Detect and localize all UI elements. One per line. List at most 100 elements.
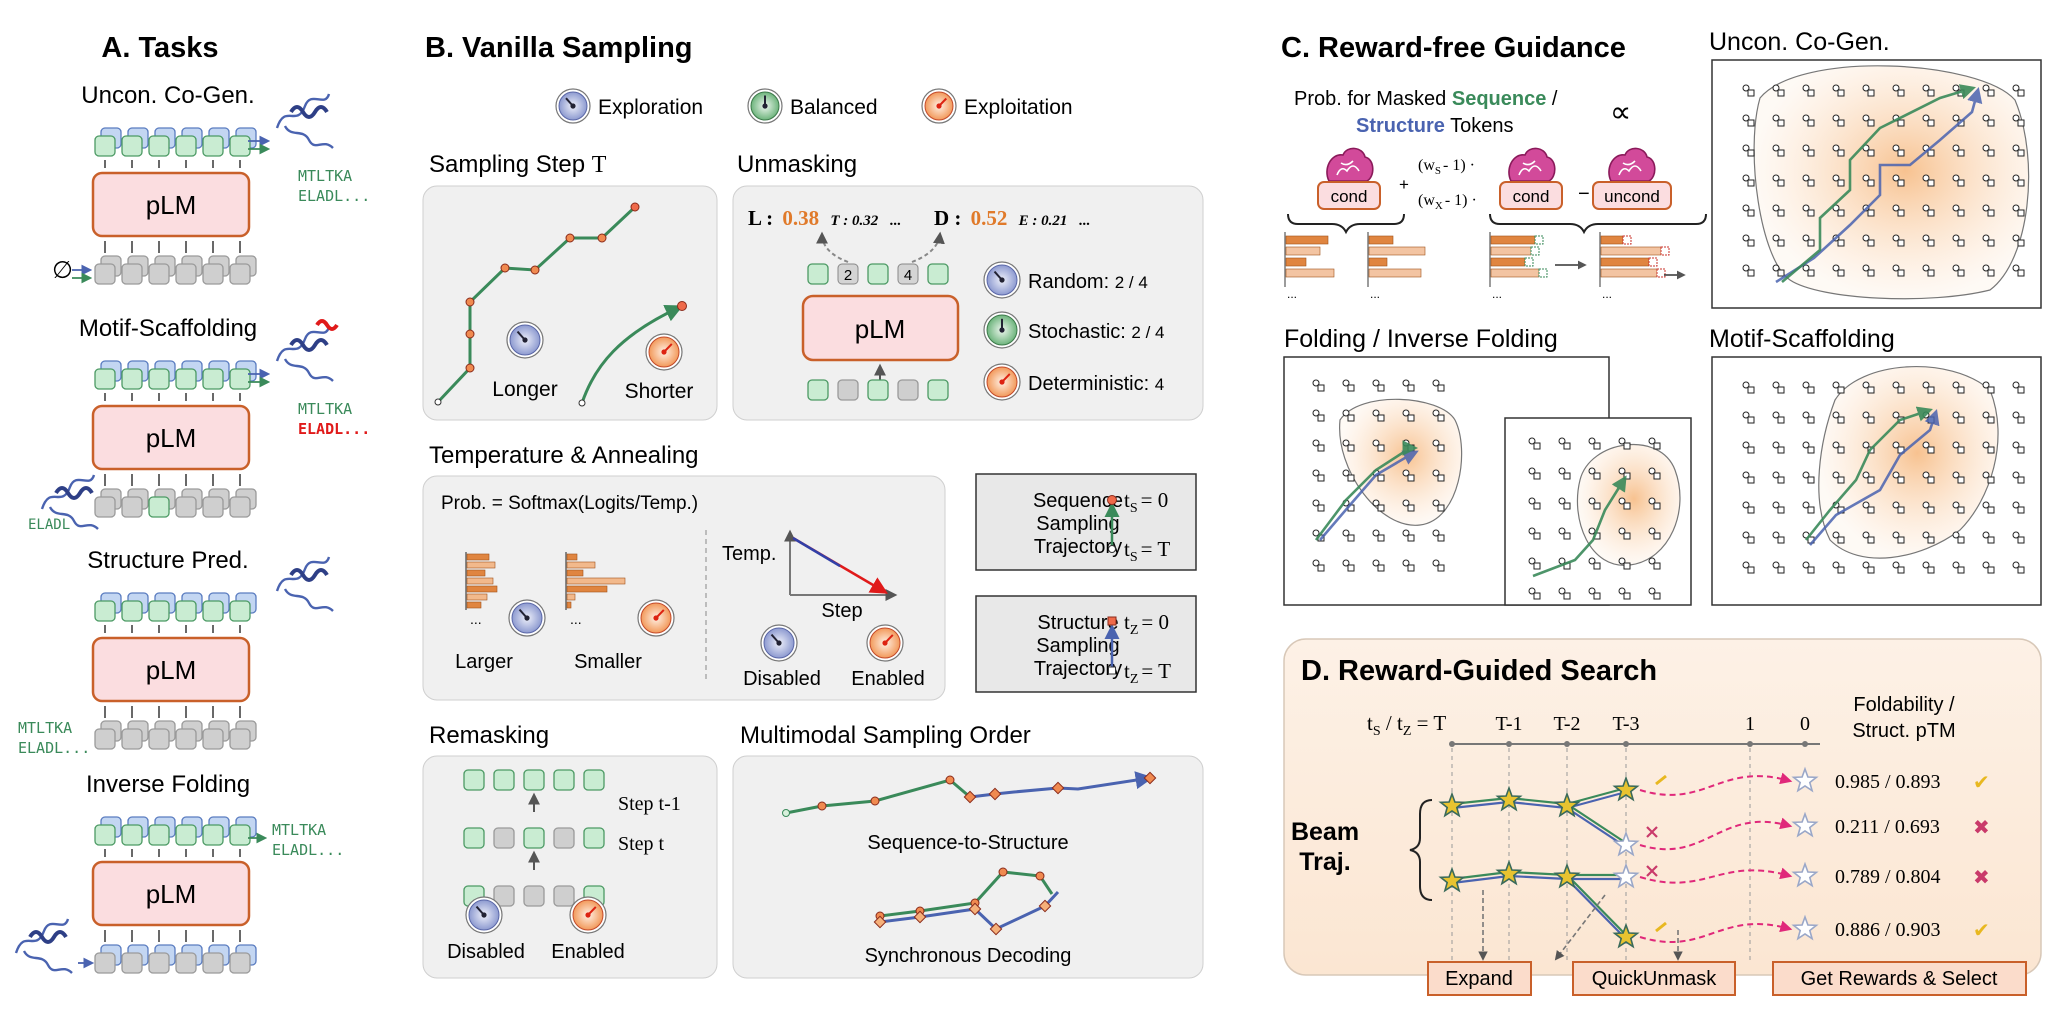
grid-struct-node bbox=[1837, 269, 1845, 277]
prob-bar bbox=[466, 593, 488, 601]
keep-check bbox=[1655, 774, 1667, 786]
grid-struct-node bbox=[1533, 592, 1541, 600]
beam-star bbox=[1553, 862, 1581, 889]
motif-helix bbox=[315, 319, 339, 331]
grid-struct-node bbox=[1807, 209, 1815, 217]
grid-struct-node bbox=[1347, 564, 1355, 572]
input-token-front bbox=[202, 728, 224, 750]
tick-marker bbox=[1449, 741, 1455, 747]
trajectory-point bbox=[630, 202, 640, 212]
unmasking-section: Unmasking L : 0.38 T : 0.32 ... D : 0.52… bbox=[732, 151, 1204, 421]
grid-struct-node bbox=[1437, 534, 1445, 542]
expand-button[interactable] bbox=[1427, 961, 1532, 996]
sequence-token bbox=[229, 600, 251, 622]
logit-bar bbox=[1285, 257, 1307, 267]
struct-traj-line3: Trajectory bbox=[1034, 658, 1122, 680]
sequence-token bbox=[202, 368, 224, 390]
grid-struct-node bbox=[1837, 386, 1845, 394]
helix-coil bbox=[289, 338, 329, 352]
brain-folds bbox=[1618, 160, 1642, 176]
prob-line1: Prob. for Masked Sequence / bbox=[1294, 88, 1558, 110]
grid-struct-node bbox=[1927, 209, 1935, 217]
grid-struct-node bbox=[1377, 534, 1385, 542]
grid-struct-node bbox=[1837, 476, 1845, 484]
grid-struct-node bbox=[1987, 446, 1995, 454]
grid-struct-node bbox=[1807, 566, 1815, 574]
logit-bar bbox=[1285, 246, 1321, 256]
remask-token bbox=[463, 769, 485, 791]
plm-block bbox=[91, 171, 251, 238]
balanced-dial-icon bbox=[747, 88, 783, 124]
grid-struct-node bbox=[1957, 476, 1965, 484]
output-sequence-2: ELADL... bbox=[298, 187, 370, 205]
grid-struct-node bbox=[1927, 89, 1935, 97]
grid-struct-node bbox=[1593, 592, 1601, 600]
beam-struct-edge bbox=[1451, 874, 1510, 885]
helix bbox=[275, 326, 334, 382]
remask-token bbox=[523, 885, 545, 907]
sequence-token bbox=[175, 135, 197, 157]
plm-label: pLM bbox=[146, 190, 197, 220]
grid-struct-node bbox=[1837, 209, 1845, 217]
grid-struct-node bbox=[1957, 416, 1965, 424]
struct-point bbox=[913, 910, 927, 924]
grid-struct-node bbox=[1377, 384, 1385, 392]
prob-bar bbox=[466, 601, 482, 609]
prob-bar bbox=[566, 593, 576, 601]
grid-struct-node bbox=[1347, 414, 1355, 422]
grid-struct-node bbox=[1563, 532, 1571, 540]
plm-label: pLM bbox=[146, 879, 197, 909]
grid-struct-node bbox=[1317, 504, 1325, 512]
task-3: Structure Pred.pLMMTLTKAELADL... bbox=[18, 547, 334, 757]
sequence-token bbox=[94, 600, 116, 622]
beam-label-2: Traj. bbox=[1299, 848, 1350, 876]
beam-star bbox=[1438, 866, 1466, 893]
dial-hub bbox=[762, 103, 768, 109]
sampling-step-box bbox=[422, 185, 718, 421]
bar-dots: ... bbox=[1370, 287, 1380, 301]
struct-point bbox=[1143, 771, 1157, 785]
input-token bbox=[897, 379, 919, 401]
grid-struct-node bbox=[1867, 476, 1875, 484]
grid-struct-node bbox=[1837, 119, 1845, 127]
input-token-front bbox=[202, 263, 224, 285]
softmax-formula: Prob. = Softmax(Logits/Temp.) bbox=[441, 493, 698, 514]
grid-struct-node bbox=[2017, 149, 2025, 157]
sequence-trajectory bbox=[1781, 84, 1976, 283]
grid-struct-node bbox=[1747, 239, 1755, 247]
remask-token bbox=[553, 769, 575, 791]
brain-shape bbox=[1608, 147, 1656, 182]
rejected-cross-icon: ✖ bbox=[1973, 817, 1990, 839]
guidance-delta bbox=[1648, 257, 1658, 267]
quickunmask-button[interactable] bbox=[1572, 961, 1736, 996]
grid-struct-node bbox=[1927, 119, 1935, 127]
get-rewards-select-button[interactable] bbox=[1772, 961, 2027, 996]
plm-label: pLM bbox=[146, 423, 197, 453]
input-token-front bbox=[202, 496, 224, 518]
sequence-token bbox=[148, 824, 170, 846]
grid-struct-node bbox=[1927, 536, 1935, 544]
grid-struct-node bbox=[1437, 444, 1445, 452]
grid-struct-node bbox=[1377, 414, 1385, 422]
panel-b-vanilla-sampling: B. Vanilla Sampling Exploration Balanced… bbox=[422, 32, 1204, 979]
step-axis-label: Step bbox=[821, 600, 862, 622]
helix bbox=[275, 556, 334, 612]
dial-hub bbox=[776, 640, 782, 646]
task-title: Uncon. Co-Gen. bbox=[81, 82, 254, 109]
grid-struct-node bbox=[1533, 472, 1541, 480]
input-token-front bbox=[121, 952, 143, 974]
grid-struct-node bbox=[1747, 89, 1755, 97]
struct-point bbox=[988, 787, 1002, 801]
logit-bar bbox=[1490, 235, 1536, 245]
seq-point bbox=[870, 796, 880, 806]
masked-token bbox=[837, 263, 859, 285]
plm-block bbox=[91, 860, 251, 927]
grid-struct-node bbox=[1623, 562, 1631, 570]
multimodal-section: Multimodal Sampling Order Sequence-to-St… bbox=[732, 722, 1204, 979]
grid-struct-node bbox=[1777, 209, 1785, 217]
grid-struct-node bbox=[1957, 506, 1965, 514]
annealing-disabled-label: Disabled bbox=[743, 668, 821, 690]
plus-sign: + bbox=[1399, 175, 1409, 194]
grid-struct-node bbox=[1377, 444, 1385, 452]
